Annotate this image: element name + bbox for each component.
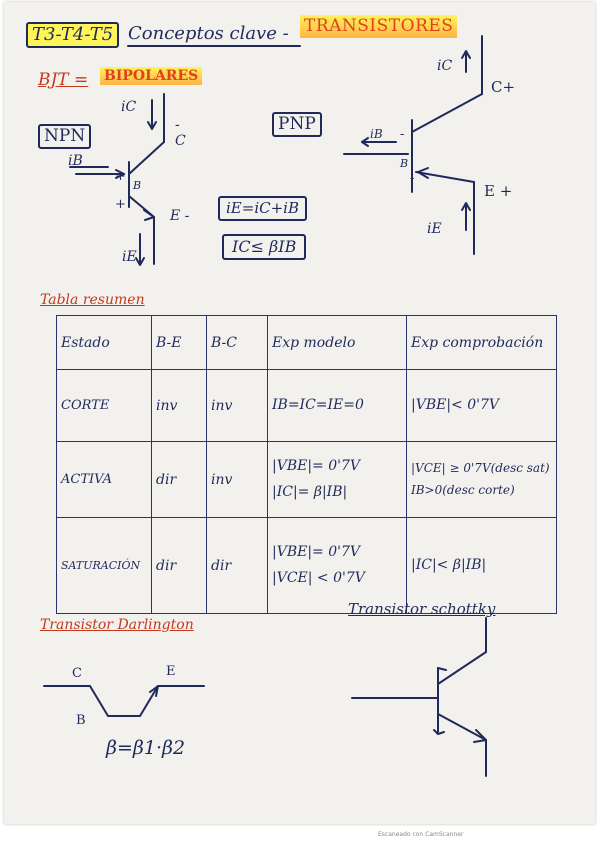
npn-e-label: E - [170,208,190,224]
npn-plus2-label: + [115,197,126,212]
row-comprobacion: |IC|< β|IB| [406,517,557,614]
row-modelo-line: |VCE| < 0'7V [272,569,365,586]
header-exp-modelo: Exp modelo [267,315,407,370]
npn-c-label: C [175,133,186,149]
pnp-ib-label: iB [370,127,383,141]
pnp-c-label: C+ [491,78,516,96]
row-comprobacion-line: |IC|< β|IB| [411,556,487,573]
equation-currents: iE=iC+iB [218,196,307,221]
npn-c-minus: - [175,117,180,133]
row-bc: inv [206,441,268,518]
darlington-e-label: E [166,664,176,679]
row-comprobacion-line: |VBE|< 0'7V [411,396,500,413]
row-modelo: |VBE|= 0'7V |VCE| < 0'7V [267,517,407,614]
darlington-b-label: B [76,713,86,728]
header-topic: TRANSISTORES [300,15,458,38]
header-be: B-E [151,315,207,370]
pnp-ic-label: iC [437,58,453,74]
row-bc: inv [206,369,268,442]
schottky-symbol [351,617,487,777]
header-estado: Estado [56,315,152,370]
row-estado: CORTE [56,369,152,442]
row-estado: SATURACIÓN [56,517,152,614]
circuit-drawings [43,35,487,777]
header-exp-comprobacion: Exp comprobación [406,315,557,370]
darlington-formula: β=β1·β2 [106,737,186,759]
table-title: Tabla resumen [40,292,145,308]
npn-b-label: B [133,179,142,192]
table-row: SATURACIÓN dir dir |VBE|= 0'7V |VCE| < 0… [56,517,557,614]
bjt-label: BJT = [38,70,89,90]
pnp-b-label: B [400,157,409,170]
table-row: ACTIVA dir inv |VBE|= 0'7V |IC|= β|IB| |… [56,441,557,518]
schottky-title: Transistor schottky [348,600,496,618]
footer-note: Escaneado con CamScanner [378,831,464,838]
pnp-transistor-symbol [343,35,483,255]
darlington-c-label: C [72,666,82,681]
row-modelo: IB=IC=IE=0 [267,369,407,442]
darlington-title: Transistor Darlington [40,617,194,633]
row-modelo-line: |IC|= β|IB| [272,483,348,500]
row-modelo-line: |VBE|= 0'7V [272,544,361,561]
bjt-sublabel: BIPOLARES [100,67,203,85]
row-estado: ACTIVA [56,441,152,518]
header-title: Conceptos clave - [128,23,289,44]
summary-table: Estado B-E B-C Exp modelo Exp comprobaci… [56,315,557,614]
row-comprobacion-line: IB>0(desc corte) [411,482,515,497]
row-modelo: |VBE|= 0'7V |IC|= β|IB| [267,441,407,518]
pnp-ie-label: iE [427,221,442,237]
row-modelo-line: |VBE|= 0'7V [272,458,361,475]
npn-box: NPN [38,124,92,149]
npn-ib-label: iB [68,153,83,169]
table-row: CORTE inv inv IB=IC=IE=0 |VBE|< 0'7V [56,369,557,442]
npn-ie-label: iE [122,249,137,265]
header-code-box: T3-T4-T5 [26,22,120,48]
pnp-e-label: E + [484,182,513,200]
notes-page: T3-T4-T5 Conceptos clave - TRANSISTORES … [4,2,595,824]
row-modelo-line: IB=IC=IE=0 [272,396,364,413]
npn-ic-label: iC [121,99,137,115]
row-comprobacion-line: |VCE| ≥ 0'7V(desc sat) [411,460,550,475]
npn-transistor-symbol [69,93,165,266]
row-comprobacion: |VBE|< 0'7V [406,369,557,442]
pnp-minus-label: - [400,127,405,142]
equation-active-limit: IC≤ βIB [222,234,307,260]
pnp-box: PNP [272,112,322,137]
row-be: dir [151,441,207,518]
darlington-symbol [43,685,205,717]
